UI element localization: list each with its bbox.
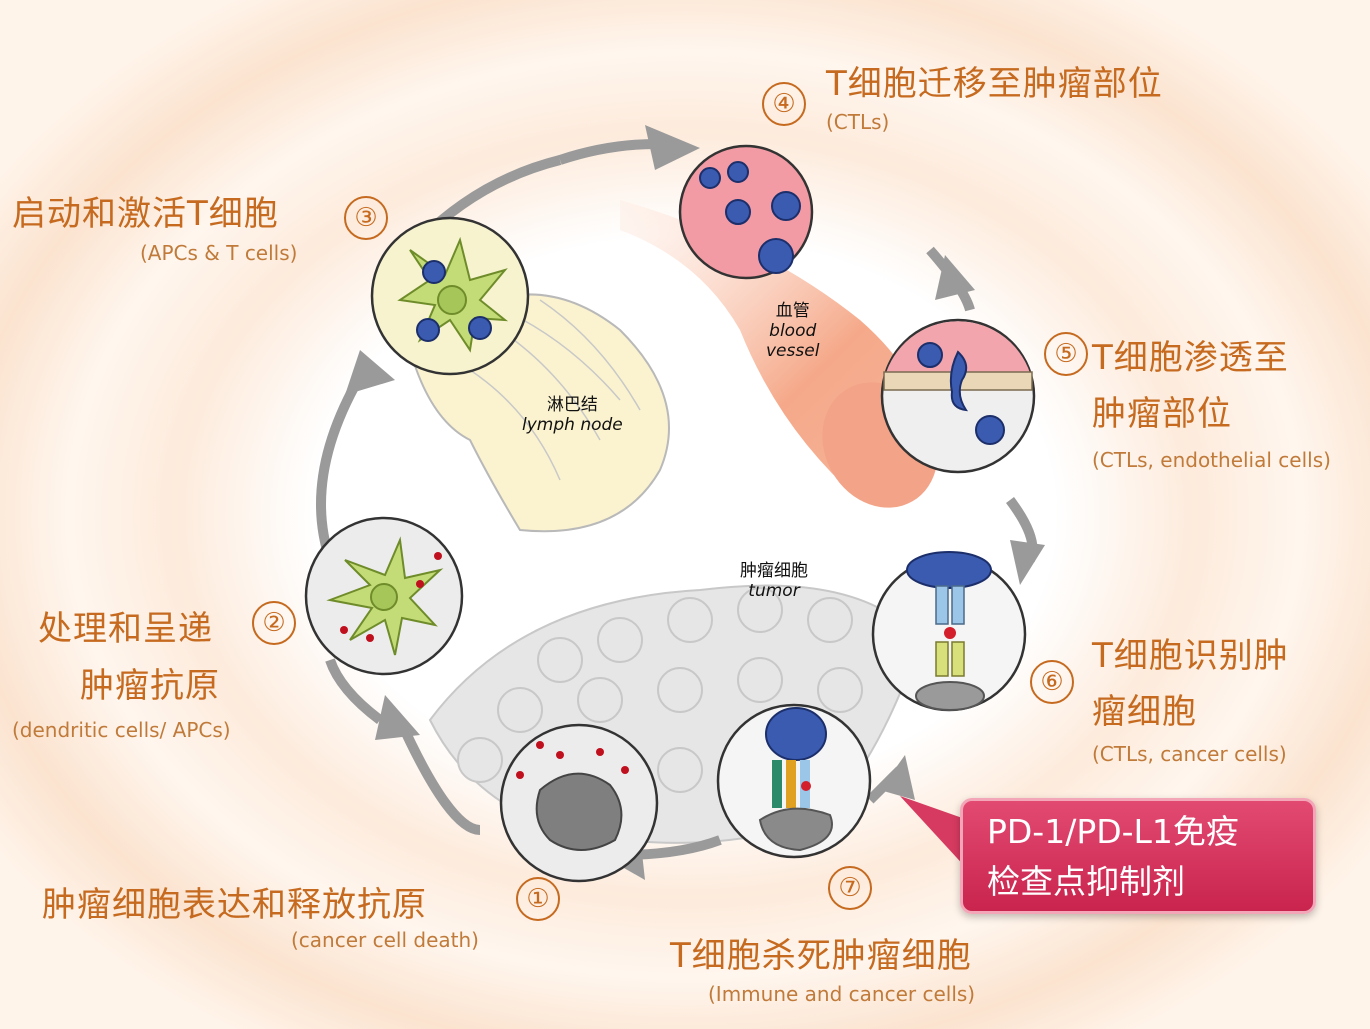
step-1-title: 肿瘤细胞表达和释放抗原 [42, 885, 427, 925]
step-3-subtitle: (APCs & T cells) [140, 241, 298, 265]
step-6-subtitle: (CTLs, cancer cells) [1092, 742, 1287, 766]
step-5-title-line1: T细胞渗透至 [1092, 338, 1289, 378]
step-4-title: T细胞迁移至肿瘤部位 [826, 64, 1163, 104]
blood-vessel-en-1: blood [769, 321, 817, 341]
circle-step-6 [871, 551, 1027, 712]
step-7-title: T细胞杀死肿瘤细胞 [670, 936, 972, 976]
step-2-title-line1: 处理和呈递 [38, 609, 213, 649]
tumor-en: tumor [748, 581, 800, 601]
lymph-node-label: 淋巴结 lymph node [522, 390, 623, 435]
step-4-number: ④ [762, 82, 806, 126]
step-5-title-line2: 肿瘤部位 [1092, 394, 1232, 434]
step-3-number: ③ [344, 196, 388, 240]
step-2-title-line2: 肿瘤抗原 [80, 666, 220, 706]
step-6-title-line1: T细胞识别肿 [1092, 636, 1289, 676]
step-2-subtitle: (dendritic cells/ APCs) [12, 718, 231, 742]
step-1-number: ① [516, 877, 560, 921]
step-5-number: ⑤ [1044, 332, 1088, 376]
circle-step-3 [370, 216, 530, 376]
circle-step-2 [304, 516, 464, 676]
blood-vessel-cn: 血管 [775, 301, 810, 321]
tumor-cn: 肿瘤细胞 [740, 561, 808, 581]
lymph-node-cn: 淋巴结 [546, 395, 598, 415]
callout-pointer [900, 796, 968, 870]
step-1-subtitle: (cancer cell death) [291, 928, 479, 952]
blood-vessel-en-2: vessel [766, 341, 820, 361]
blood-vessel-label: 血管 blood vessel [766, 296, 819, 361]
lymph-node-ridges [469, 299, 641, 481]
step-7-subtitle: (Immune and cancer cells) [708, 982, 976, 1006]
circle-step-7 [716, 703, 872, 859]
lymph-node-en: lymph node [522, 415, 623, 435]
step-3-title: 启动和激活T细胞 [12, 194, 279, 234]
circle-step-5 [880, 318, 1036, 474]
circle-step-4 [678, 144, 814, 280]
pd1-callout: PD-1/PD-L1免疫 检查点抑制剂 [960, 798, 1316, 914]
step-6-title-line2: 瘤细胞 [1092, 692, 1197, 732]
step-6-number: ⑥ [1030, 660, 1074, 704]
step-4-subtitle: (CTLs) [826, 110, 890, 134]
step-7-number: ⑦ [828, 866, 872, 910]
circle-step-1 [499, 723, 659, 883]
tumor-label: 肿瘤细胞 tumor [740, 556, 808, 601]
step-5-subtitle: (CTLs, endothelial cells) [1092, 448, 1331, 472]
callout-line1: PD-1/PD-L1免疫 [987, 812, 1239, 851]
callout-line2: 检查点抑制剂 [987, 862, 1185, 901]
step-2-number: ② [252, 601, 296, 645]
